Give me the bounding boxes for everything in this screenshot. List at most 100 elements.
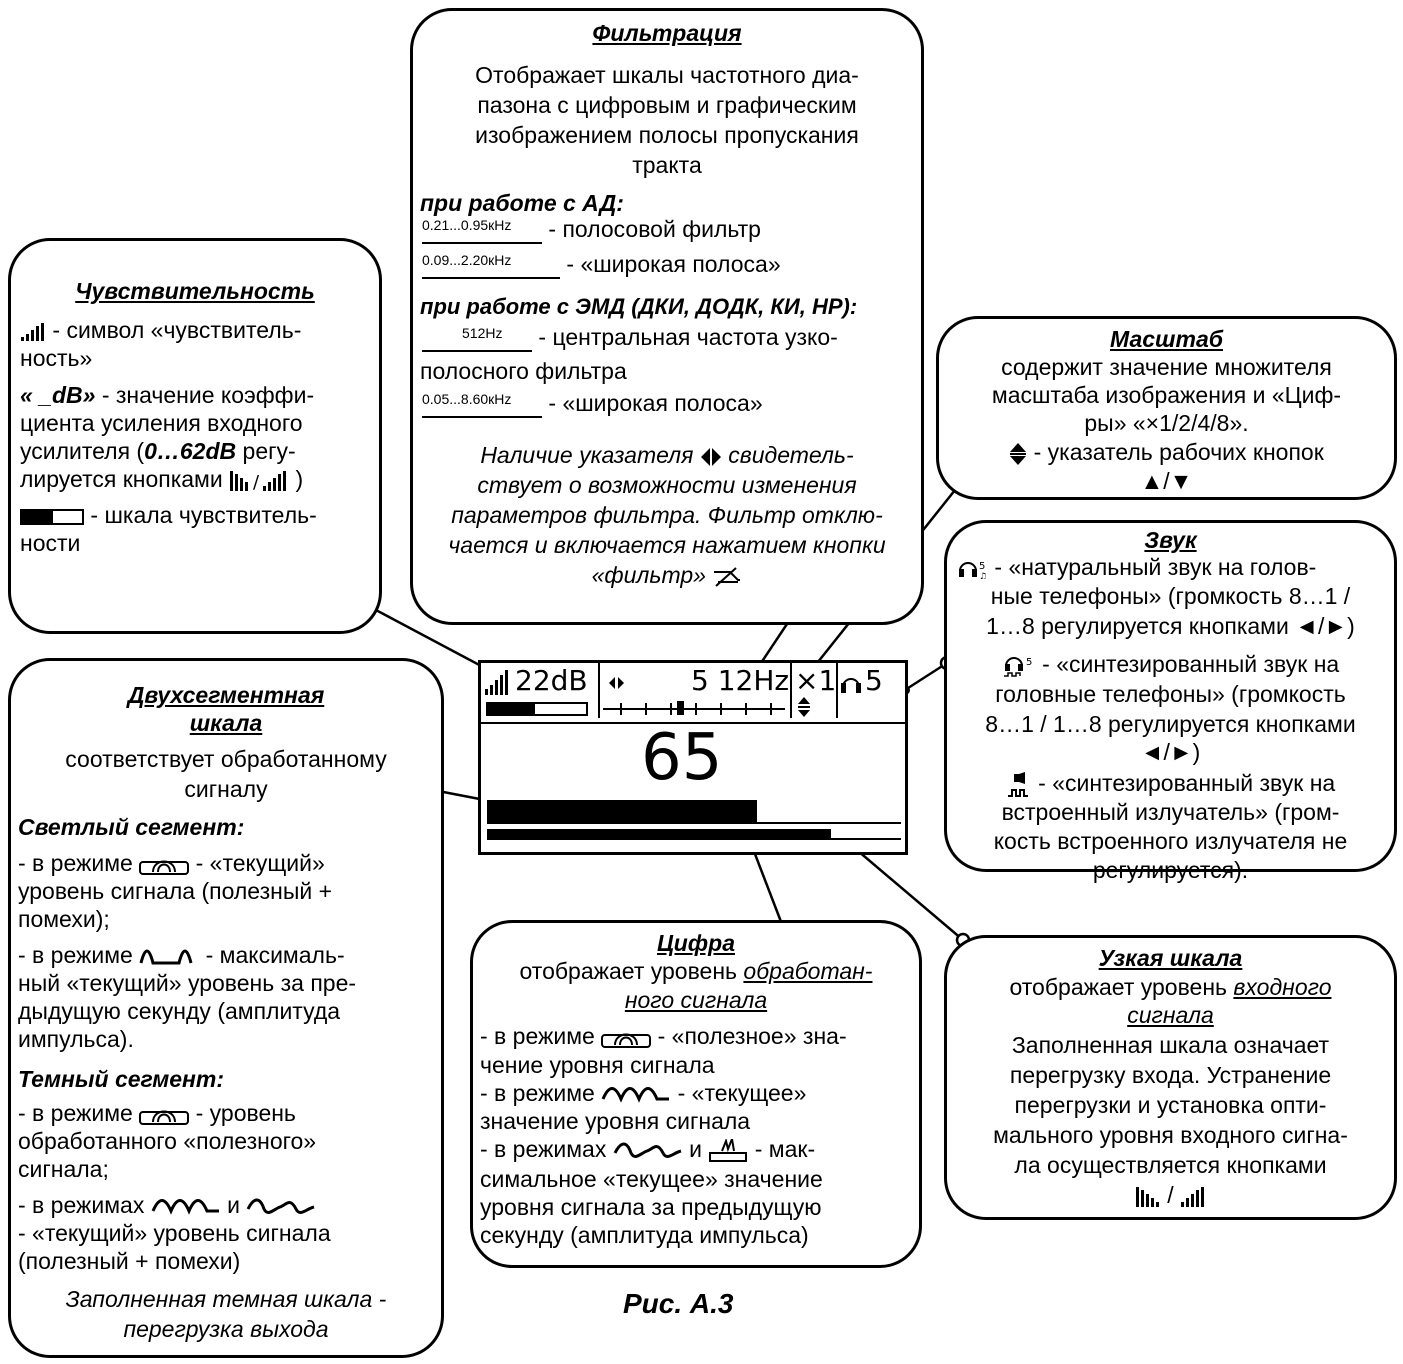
speaker-synth-icon [1007, 771, 1028, 797]
filter-note-3: параметров фильтра. Фильтр отклю- [451, 502, 883, 528]
mode-alternating-icon [247, 1198, 315, 1214]
sound-title: Звук [1144, 527, 1197, 553]
sound-line-9: встроенный излучатель» (гром- [1001, 799, 1340, 825]
digit-a2: чение уровня сигнала [480, 1052, 715, 1078]
sound-line-2: ные телефоны» (громкость 8…1 / [990, 583, 1351, 609]
dual-line-2: сигналу [184, 776, 268, 802]
filter-emd-center-freq-2: полосного фильтра [420, 358, 627, 384]
zoom-line-3: ры» «×1/2/4/8». [1084, 410, 1249, 436]
sensitivity-title: Чувствительность [75, 278, 315, 304]
sensitivity-line-1: - символ «чувствитель- [20, 315, 301, 345]
dark-c1: - в режиме - уровень [18, 1100, 296, 1126]
digit-c4: секунду (амплитуда импульса) [480, 1222, 809, 1248]
updown-pointer-icon [1010, 442, 1027, 465]
dual-title-1: Двухсегментная [127, 682, 325, 708]
wideband-scale-icon: 0.09...2.20кHz [422, 253, 560, 279]
filter-desc-3: изображением полосы пропускания [475, 122, 859, 148]
narrow-line-7: ла осуществляется кнопками [1014, 1152, 1327, 1178]
sound-line-11: регулируется). [1092, 857, 1249, 883]
light-b4: импульса). [18, 1026, 134, 1052]
light-a3: помехи); [18, 906, 110, 932]
lcd-zoom-value: ×1 [795, 664, 837, 697]
gain-up-button-icon [1181, 1186, 1205, 1207]
digit-c2: симальное «текущее» значение [480, 1166, 823, 1192]
filter-emd-wideband: 0.05...8.60кHz - «широкая полоса» [422, 390, 763, 418]
narrow-line-4: перегрузку входа. Устранение [1009, 1062, 1332, 1088]
sound-line-10: кость встроенного излучателя не [993, 828, 1348, 854]
digit-line-2: ного сигнала [624, 987, 768, 1013]
filter-desc-1: Отображает шкалы частотного диа- [475, 62, 859, 88]
dark-segment-heading: Темный сегмент: [18, 1066, 225, 1092]
filter-note-4: чается и включается нажатием кнопки [448, 532, 886, 558]
svg-text:5: 5 [979, 561, 985, 572]
filter-desc-2: пазона с цифровым и графическим [477, 92, 857, 118]
mode-selective-icon [139, 1110, 190, 1125]
sensitivity-line-4: циента усиления входного [20, 410, 303, 436]
zoom-line-2: масштаба изображения и «Циф- [991, 382, 1342, 408]
digit-a1: - в режиме - «полезное» зна- [480, 1023, 847, 1049]
sound-line-7: ◄/►) [1140, 739, 1201, 765]
lcd-main-value: 65 [641, 721, 723, 795]
lcd-frequency-value: 5 12Hz [691, 664, 790, 697]
dark-d2: - «текущий» уровень сигнала [18, 1220, 331, 1246]
dual-title-2: шкала [189, 710, 263, 736]
mode-selective-icon [139, 860, 190, 875]
narrow-line-1: отображает уровень входного [1009, 974, 1332, 1000]
sensitivity-line-6: лируется кнопками / ) [20, 466, 304, 492]
digit-line-1: отображает уровень обработан- [519, 958, 873, 984]
narrow-line-6: мального уровня входного сигна- [993, 1122, 1348, 1148]
sensitivity-box [8, 238, 382, 634]
sound-line-5: головные телефоны» (громкость [995, 681, 1346, 707]
mode-continuous-icon [601, 1086, 670, 1103]
narrow-scale-box [944, 935, 1397, 1220]
dark-d3: (полезный + помехи) [18, 1248, 241, 1274]
light-a2: уровень сигнала (полезный + [18, 878, 333, 904]
svg-text:♫: ♫ [979, 572, 987, 579]
lcd-volume-value: 5 [865, 664, 883, 697]
filter-emd-heading: при работе с ЭМД (ДКИ, ДОДК, КИ, НР): [420, 294, 858, 319]
sensitivity-line-2: ность» [20, 345, 93, 371]
filter-title: Фильтрация [592, 20, 742, 46]
mode-selective-icon [601, 1033, 652, 1048]
narrow-line-2: сигнала [1127, 1002, 1214, 1028]
zoom-box [936, 316, 1397, 500]
narrow-line-8: / [944, 1180, 1397, 1210]
gain-down-button-icon: / [230, 470, 287, 491]
mode-alternating-icon [613, 1142, 682, 1158]
filter-desc-4: тракта [632, 152, 702, 178]
dark-c3: сигнала; [18, 1156, 109, 1182]
digit-box [470, 920, 922, 1268]
filter-emd-center-freq: 512Hz - центральная частота узко- [422, 322, 838, 352]
zoom-title: Масштаб [1110, 326, 1223, 352]
filter-ad-heading: при работе с АД: [420, 190, 624, 216]
dual-scale-box [8, 658, 444, 1358]
digit-c3: уровня сигнала за предыдущую [480, 1194, 822, 1220]
sensitivity-line-3: « _dB» - значение коэффи- [20, 382, 315, 408]
dark-c2: обработанного «полезного» [18, 1128, 317, 1154]
filter-note-1: Наличие указателя свидетель- [480, 442, 854, 468]
sensitivity-line-7: - шкала чувствитель- [20, 500, 317, 530]
filter-note-2: ствует о возможности изменения [477, 472, 857, 498]
mode-continuous-icon [151, 1198, 219, 1215]
digit-title: Цифра [656, 930, 735, 956]
figure-caption: Рис. А.3 [623, 1288, 734, 1319]
headphones-synth-icon: 5 [1003, 657, 1032, 677]
narrow-title: Узкая шкала [1098, 945, 1243, 971]
svg-text:5: 5 [1026, 657, 1032, 668]
digit-b1: - в режиме - «текущее» [480, 1080, 807, 1106]
sound-line-3: 1…8 регулируется кнопками ◄/►) [986, 613, 1355, 639]
sensitivity-bar-icon [20, 508, 84, 525]
dual-line-1: соответствует обработанному [65, 746, 387, 772]
narrow-line-3: Заполненная шкала означает [1011, 1032, 1330, 1058]
sound-box [944, 520, 1397, 872]
dual-note-2: перегрузка выхода [123, 1316, 329, 1342]
lcd-display: 22dB 5 12Hz ×1 5 65 [478, 660, 908, 855]
sensitivity-line-5: усилителя (0…62dB регу- [20, 438, 296, 464]
dark-d1: - в режимах и [18, 1190, 316, 1220]
digit-b2: значение уровня сигнала [480, 1108, 751, 1134]
zoom-line-5: ▲/▼ [1140, 468, 1193, 494]
filter-ad-wideband: 0.09...2.20кHz - «широкая полоса» [422, 251, 781, 279]
narrow-line-5: перегрузки и установка опти- [1014, 1092, 1327, 1118]
narrowband-scale-icon: 512Hz [422, 326, 532, 352]
mode-impulse-icon [709, 1138, 748, 1162]
